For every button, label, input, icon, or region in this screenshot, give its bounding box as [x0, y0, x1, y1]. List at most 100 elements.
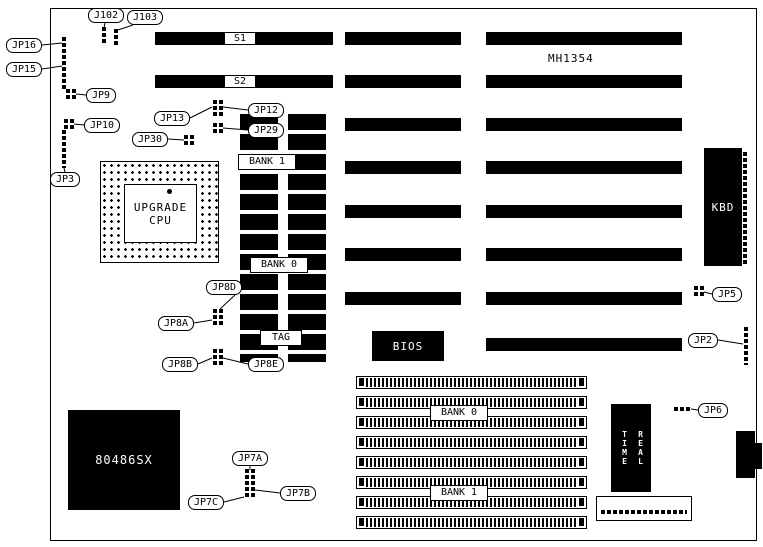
leader-line	[222, 127, 249, 131]
pin1-dot	[167, 189, 172, 194]
leader-line	[193, 319, 213, 324]
leader-line	[219, 294, 236, 310]
callout-jp30: JP30	[132, 132, 169, 147]
keyboard-connector-label: KBD	[711, 200, 735, 214]
keyboard-connector: KBD	[704, 148, 742, 266]
callout-j103: J103	[127, 10, 164, 25]
simm-socket	[356, 436, 587, 449]
leader-line	[189, 106, 213, 119]
isa-slot-bar	[345, 248, 461, 261]
cpu-chip-label: 80486SX	[95, 453, 153, 467]
cache-tag-label: TAG	[260, 330, 302, 346]
slot-label-s1: S1	[224, 32, 256, 45]
leader-line	[222, 357, 249, 365]
leader-line	[197, 357, 213, 365]
isa-slot-bar	[486, 338, 682, 351]
bios-chip: BIOS	[372, 331, 444, 361]
callout-jp7c: JP7C	[188, 495, 225, 510]
simm-socket	[356, 396, 587, 409]
leader-line	[717, 339, 744, 345]
din-connector-tab	[755, 443, 762, 469]
jp5-jumper	[694, 286, 704, 296]
power-connector	[596, 496, 692, 521]
callout-jp29: JP29	[248, 123, 285, 138]
isa-slot-bar	[486, 75, 682, 88]
callout-j102: J102	[88, 8, 125, 23]
simm-socket	[356, 516, 587, 529]
callout-jp8d: JP8D	[206, 280, 243, 295]
isa-slot-bar	[345, 32, 461, 45]
jp9-jumper	[66, 89, 76, 101]
callout-jp16: JP16	[6, 38, 43, 53]
jp7-jumper-block	[245, 469, 255, 497]
callout-jp15: JP15	[6, 62, 43, 77]
isa-slot-bar	[345, 118, 461, 131]
leader-line	[254, 489, 281, 494]
isa-slot-bar	[345, 161, 461, 174]
cpu-chip: 80486SX	[68, 410, 180, 510]
leader-line	[703, 291, 713, 295]
board-part-number: MH1354	[548, 52, 594, 65]
callout-jp8a: JP8A	[158, 316, 195, 331]
callout-jp3: JP3	[50, 172, 81, 187]
simm-socket	[356, 476, 587, 489]
jp3-header	[62, 130, 67, 168]
callout-jp7a: JP7A	[232, 451, 269, 466]
leader-line	[167, 138, 185, 141]
isa-slot-bar	[486, 248, 682, 261]
callout-jp5: JP5	[712, 287, 743, 302]
cpu-socket-label: UPGRADE CPU	[124, 184, 197, 243]
simm-bank1-label: BANK 1	[430, 485, 488, 501]
isa-slot-bar	[345, 292, 461, 305]
power-connector-pins	[601, 510, 687, 514]
callout-jp9: JP9	[86, 88, 117, 103]
din-connector	[736, 431, 755, 478]
leader-line	[690, 408, 699, 411]
kbd-pin-strip	[743, 152, 748, 264]
jp30-jumper	[184, 135, 194, 145]
j103-jumper	[114, 29, 119, 47]
leader-line	[63, 167, 66, 173]
jp12-jp13-jumper	[213, 100, 223, 116]
bios-chip-label: BIOS	[392, 339, 424, 353]
simm-socket	[356, 376, 587, 389]
slot-label-s2: S2	[224, 75, 256, 88]
isa-slot-bar	[486, 32, 682, 45]
cpu-socket-label-line2: CPU	[149, 213, 172, 227]
rtc-chip: REAL TIME CLOCK	[604, 404, 651, 492]
isa-slot-bar	[486, 118, 682, 131]
cpu-upgrade-socket: UPGRADE CPU	[100, 161, 219, 263]
jp29-jumper	[213, 123, 223, 133]
callout-jp8b: JP8B	[162, 357, 199, 372]
callout-jp13: JP13	[154, 111, 191, 126]
leader-line	[75, 93, 87, 96]
callout-jp12: JP12	[248, 103, 285, 118]
leader-line	[73, 123, 85, 126]
jp8a-jp8d-jumper	[213, 309, 223, 325]
jp2-header	[744, 327, 749, 365]
jp6-jumper	[674, 407, 690, 411]
isa-slot-bar	[345, 205, 461, 218]
isa-slot-bar	[486, 205, 682, 218]
callout-jp10: JP10	[84, 118, 121, 133]
simm-socket	[356, 456, 587, 469]
callout-jp8e: JP8E	[248, 357, 285, 372]
leader-line	[117, 24, 134, 31]
callout-jp6: JP6	[698, 403, 729, 418]
jp10-jumper	[64, 119, 74, 131]
jp16-jp15-header	[62, 37, 67, 91]
cpu-socket-label-line1: UPGRADE	[133, 200, 188, 214]
j102-jumper	[102, 27, 107, 45]
isa-slot-bar	[486, 161, 682, 174]
simm-bank0-label: BANK 0	[430, 405, 488, 421]
isa-slot-bar	[345, 75, 461, 88]
simm-socket	[356, 416, 587, 429]
leader-line	[223, 496, 245, 503]
callout-jp7b: JP7B	[280, 486, 317, 501]
cache-bank0-label: BANK 0	[250, 257, 308, 273]
leader-line	[41, 65, 63, 70]
cache-bank1-label: BANK 1	[238, 154, 296, 170]
jp8b-jp8e-jumper	[213, 349, 223, 365]
